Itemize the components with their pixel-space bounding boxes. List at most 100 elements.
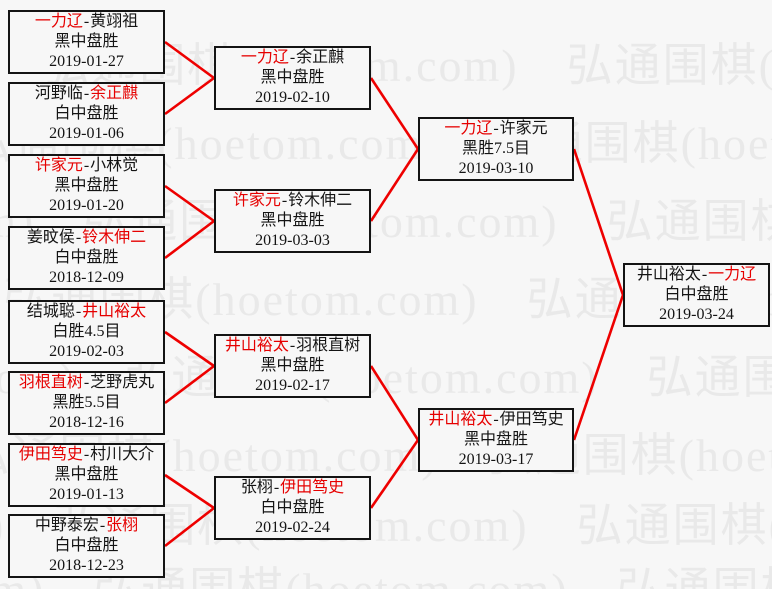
player1-name: 许家元 (34, 157, 83, 174)
result-text: 黑中盘胜 (260, 212, 325, 229)
result-text: 黑中盘胜 (54, 466, 119, 483)
connector-line (572, 294, 625, 441)
players-line: 伊田笃史-村川大介 (19, 445, 154, 465)
player2-name: 余正麒 (296, 49, 345, 66)
result-text: 黑胜5.5目 (52, 394, 121, 411)
player2-name: 村川大介 (90, 446, 155, 463)
player1-name: 结城聪 (26, 303, 75, 320)
connector-line (164, 364, 215, 405)
players-separator: - (493, 120, 499, 137)
player2-name: 羽根直树 (296, 337, 361, 354)
date-text: 2018-12-09 (49, 269, 124, 286)
result-text: 黑中盘胜 (54, 177, 119, 194)
date-text: 2019-03-24 (659, 306, 734, 323)
player2-name: 余正麒 (90, 85, 139, 102)
player1-name: 许家元 (232, 192, 281, 209)
result-text: 黑中盘胜 (463, 431, 528, 448)
result-text: 黑胜7.5目 (461, 140, 530, 157)
connector-line (369, 365, 420, 441)
result-text: 白中盘胜 (54, 105, 119, 122)
players-line: 井山裕太-羽根直树 (225, 336, 360, 356)
players-line: 羽根直树-芝野虎丸 (19, 373, 154, 393)
player1-name: 伊田笃史 (18, 446, 83, 463)
player2-name: 许家元 (499, 120, 548, 137)
players-line: 井山裕太-一力辽 (637, 265, 756, 285)
match-box-sf-1: 一力辽-许家元 黑胜7.5目 2019-03-10 (418, 117, 574, 181)
match-box-sf-2: 井山裕太-伊田笃史 黑中盘胜 2019-03-17 (418, 408, 574, 472)
players-separator: - (83, 157, 90, 174)
player2-name: 小林觉 (90, 157, 139, 174)
player1-name: 中野泰宏 (34, 517, 99, 534)
players-separator: - (75, 303, 82, 320)
match-box-r16-1: 一力辽-黄翊祖 黑中盘胜 2019-01-27 (8, 10, 165, 74)
date-text: 2018-12-16 (49, 414, 124, 431)
players-line: 一力辽-黄翊祖 (35, 12, 138, 32)
player2-name: 井山裕太 (82, 303, 147, 320)
connector-line (369, 77, 420, 150)
players-line: 姜旼侯-铃木伸二 (27, 228, 146, 248)
players-separator: - (83, 85, 90, 102)
connector-line (164, 40, 215, 80)
result-text: 黑中盘胜 (260, 69, 325, 86)
connector-line (572, 148, 625, 296)
players-separator: - (83, 374, 90, 391)
match-box-r16-2: 河野临-余正麒 白中盘胜 2019-01-06 (8, 82, 165, 146)
date-text: 2019-02-10 (255, 89, 330, 106)
connector-line (164, 330, 215, 368)
player1-name: 姜旼侯 (26, 229, 75, 246)
date-text: 2019-03-10 (458, 160, 534, 177)
players-separator: - (83, 13, 90, 30)
players-line: 井山裕太-伊田笃史 (428, 410, 563, 430)
match-box-qf-1: 一力辽-余正麒 黑中盘胜 2019-02-10 (214, 46, 371, 110)
date-text: 2019-03-03 (255, 232, 330, 249)
player1-name: 河野临 (34, 85, 83, 102)
player2-name: 张栩 (106, 517, 139, 534)
players-line: 张栩-伊田笃史 (241, 478, 344, 498)
player2-name: 一力辽 (708, 266, 757, 283)
player1-name: 一力辽 (240, 49, 289, 66)
match-box-r16-7: 伊田笃史-村川大介 黑中盘胜 2019-01-13 (8, 443, 165, 507)
player1-name: 张栩 (240, 479, 273, 496)
result-text: 白中盘胜 (54, 249, 119, 266)
player2-name: 芝野虎丸 (90, 374, 155, 391)
match-box-r16-6: 羽根直树-芝野虎丸 黑胜5.5目 2018-12-16 (8, 371, 165, 435)
connector-line (164, 184, 215, 223)
date-text: 2019-02-17 (255, 377, 330, 394)
players-separator: - (493, 411, 499, 428)
result-text: 黑中盘胜 (54, 33, 119, 50)
match-box-r16-3: 许家元-小林觉 黑中盘胜 2019-01-20 (8, 154, 165, 218)
player1-name: 井山裕太 (224, 337, 289, 354)
players-separator: - (289, 49, 296, 66)
player2-name: 铃木伸二 (82, 229, 147, 246)
result-text: 白中盘胜 (260, 499, 325, 516)
match-box-r16-8: 中野泰宏-张栩 白中盘胜 2018-12-23 (8, 514, 165, 578)
player1-name: 井山裕太 (636, 266, 701, 283)
connector-line (164, 473, 215, 510)
player2-name: 伊田笃史 (499, 411, 564, 428)
player1-name: 井山裕太 (428, 411, 493, 428)
players-separator: - (273, 479, 280, 496)
date-text: 2019-03-17 (458, 451, 534, 468)
player2-name: 黄翊祖 (90, 13, 139, 30)
players-line: 中野泰宏-张栩 (35, 516, 138, 536)
players-separator: - (701, 266, 708, 283)
date-text: 2019-01-06 (49, 125, 124, 142)
date-text: 2019-01-13 (49, 486, 124, 503)
result-text: 白中盘胜 (54, 537, 119, 554)
date-text: 2018-12-23 (49, 557, 124, 574)
date-text: 2019-02-03 (49, 343, 124, 360)
players-separator: - (99, 517, 106, 534)
players-line: 结城聪-井山裕太 (27, 302, 146, 322)
players-separator: - (83, 446, 90, 463)
result-text: 白胜4.5目 (52, 323, 121, 340)
connector-line (369, 148, 420, 222)
player1-name: 一力辽 (444, 120, 493, 137)
players-line: 许家元-铃木伸二 (233, 191, 352, 211)
players-separator: - (75, 229, 82, 246)
connector-line (164, 219, 215, 260)
match-box-r16-4: 姜旼侯-铃木伸二 白中盘胜 2018-12-09 (8, 226, 165, 290)
connector-line (164, 76, 215, 116)
match-box-qf-2: 许家元-铃木伸二 黑中盘胜 2019-03-03 (214, 189, 371, 253)
